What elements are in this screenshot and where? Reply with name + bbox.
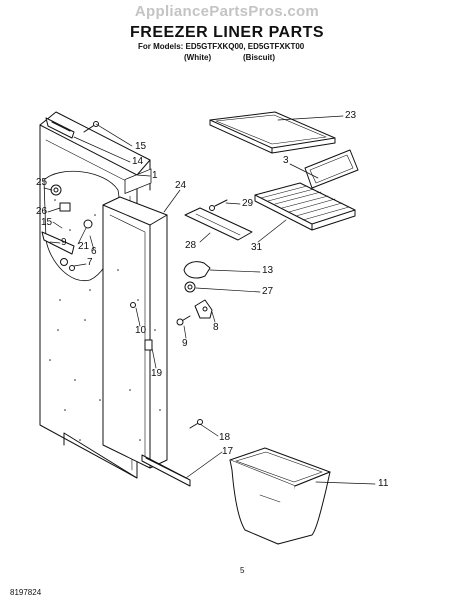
callout-25: 25	[36, 177, 48, 188]
callout-15-side: 15	[41, 217, 53, 228]
bracket-13	[183, 261, 211, 279]
document-number: 8197824	[10, 588, 42, 597]
screw-29	[209, 199, 228, 211]
callout-18: 18	[219, 432, 231, 443]
liner-clip-assembly	[45, 117, 75, 139]
variant-biscuit: (Biscuit)	[243, 53, 275, 62]
control-knob-26	[59, 202, 71, 212]
callout-7: 7	[87, 257, 93, 268]
hinge-8	[194, 299, 213, 319]
callout-23: 23	[345, 110, 357, 121]
callout-17: 17	[222, 446, 234, 457]
callout-3: 3	[283, 155, 289, 166]
callout-14: 14	[132, 156, 144, 167]
side-divider-panel	[102, 168, 168, 469]
callout-6: 6	[91, 246, 97, 257]
model-numbers: For Models: ED5GTFXKQ00, ED5GTFXKT00	[138, 42, 305, 51]
callout-1: 1	[152, 170, 158, 181]
callout-28: 28	[185, 240, 197, 251]
variant-white: (White)	[184, 53, 212, 62]
callout-31: 31	[251, 242, 263, 253]
callout-9-hinge: 9	[182, 338, 188, 349]
callout-10: 10	[135, 325, 147, 336]
wire-shelf-31	[254, 182, 356, 231]
callout-19: 19	[151, 368, 163, 379]
page-number: 5	[240, 566, 245, 575]
page-title: FREEZER LINER PARTS	[130, 24, 325, 41]
callout-9-liner: 9	[61, 237, 67, 248]
control-knob-25	[50, 184, 62, 196]
bottom-track-17	[141, 454, 191, 487]
leader-lines	[43, 115, 376, 485]
callout-29: 29	[242, 198, 254, 209]
ice-bin-11	[229, 447, 331, 545]
screw-10	[130, 302, 136, 308]
shelf-front-3	[304, 149, 359, 189]
glass-shelf-23	[209, 111, 336, 154]
callout-8: 8	[213, 322, 219, 333]
callout-24: 24	[175, 180, 187, 191]
clip-19	[144, 339, 153, 351]
callout-26: 26	[36, 206, 48, 217]
screw-9	[176, 315, 191, 326]
screw-18	[189, 419, 203, 429]
shelf-support-28	[184, 207, 253, 241]
callout-13: 13	[262, 265, 274, 276]
callout-15-top: 15	[135, 141, 147, 152]
watermark: AppliancePartsPros.com	[134, 3, 320, 20]
callout-27: 27	[262, 286, 274, 297]
callout-11: 11	[378, 478, 389, 489]
bushing-27	[184, 281, 196, 293]
callout-21: 21	[78, 241, 90, 252]
